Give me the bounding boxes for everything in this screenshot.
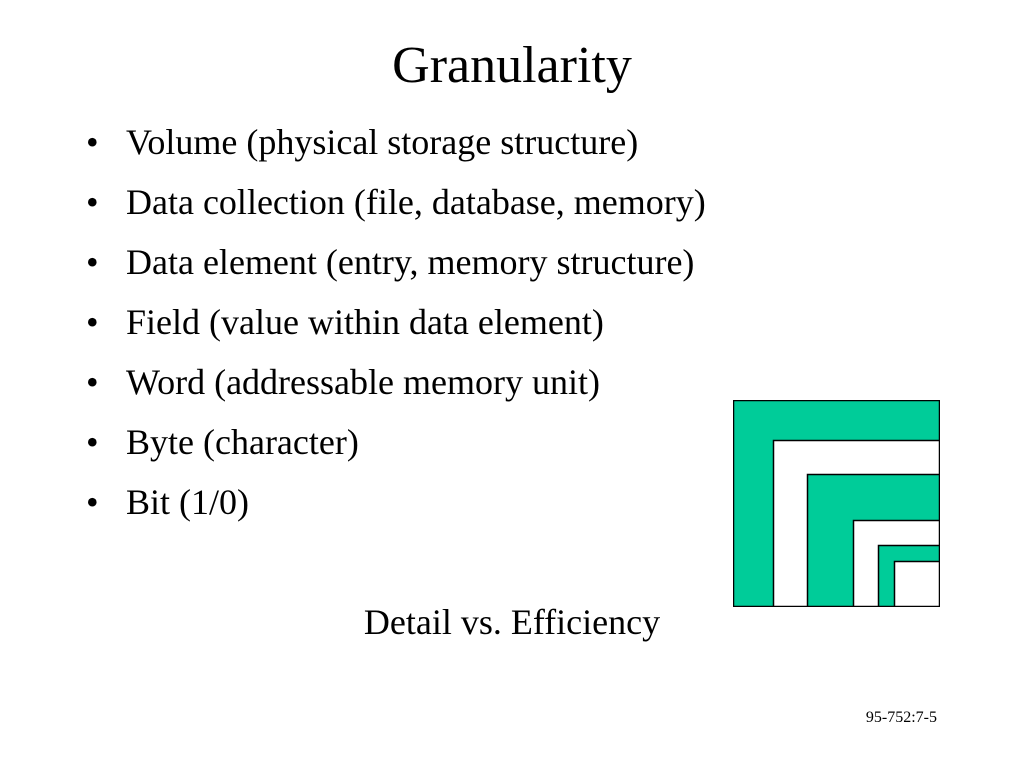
slide-footer-code: 95-752:7-5 <box>865 709 937 726</box>
bullet-text: Field (value within data element) <box>126 302 604 342</box>
bullet-dot-icon: • <box>86 302 99 342</box>
bullet-text: Data collection (file, database, memory) <box>126 182 706 222</box>
bullet-dot-icon: • <box>86 482 99 522</box>
bullet-dot-icon: • <box>86 242 99 282</box>
nested-squares-group <box>733 400 940 607</box>
bullet-text: Bit (1/0) <box>126 482 249 522</box>
bullet-dot-icon: • <box>86 362 99 402</box>
bullet-item-bit: • Bit (1/0) <box>86 472 706 532</box>
nested-squares-icon <box>733 400 940 607</box>
slide-title: Granularity <box>392 37 632 94</box>
bullet-text: Byte (character) <box>126 422 359 462</box>
bullet-text: Word (addressable memory unit) <box>126 362 600 402</box>
bullet-item-field: • Field (value within data element) <box>86 292 706 352</box>
bullet-item-word: • Word (addressable memory unit) <box>86 352 706 412</box>
bullet-list: • Volume (physical storage structure) • … <box>86 112 706 532</box>
bullet-item-volume: • Volume (physical storage structure) <box>86 112 706 172</box>
nested-square-6 <box>893 560 940 607</box>
bullet-item-data-element: • Data element (entry, memory structure) <box>86 232 706 292</box>
tagline: Detail vs. Efficiency <box>363 602 661 642</box>
bullet-text: Volume (physical storage structure) <box>126 122 639 162</box>
bullet-item-data-collection: • Data collection (file, database, memor… <box>86 172 706 232</box>
bullet-item-byte: • Byte (character) <box>86 412 706 472</box>
bullet-dot-icon: • <box>86 182 99 222</box>
bullet-text: Data element (entry, memory structure) <box>126 242 695 282</box>
bullet-dot-icon: • <box>86 422 99 462</box>
bullet-dot-icon: • <box>86 122 99 162</box>
